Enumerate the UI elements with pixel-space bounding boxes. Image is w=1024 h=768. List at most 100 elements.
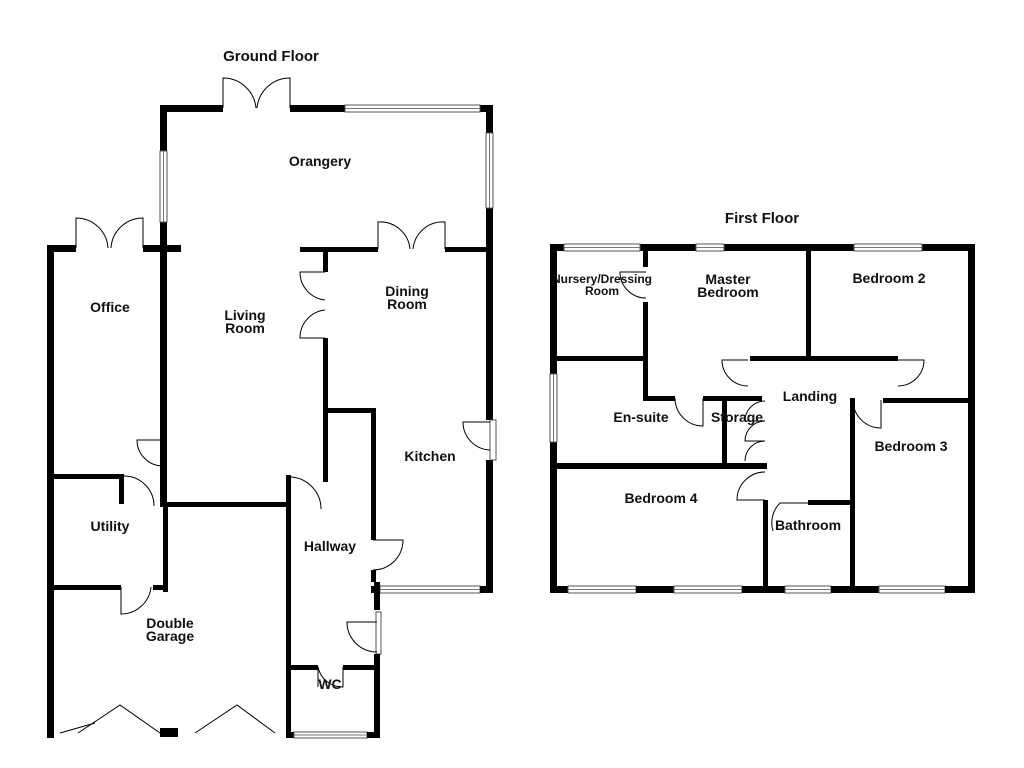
door — [462, 419, 497, 461]
window — [485, 132, 494, 209]
wall — [160, 105, 223, 112]
wall — [557, 356, 647, 361]
wall — [160, 222, 167, 507]
window — [549, 373, 558, 443]
window — [563, 243, 641, 252]
door — [317, 666, 344, 688]
room-label-bedroom-3: Bedroom 3 — [874, 438, 947, 454]
room-label-orangery: Orangery — [289, 153, 351, 169]
wall — [643, 302, 648, 401]
window — [159, 150, 168, 223]
window — [853, 243, 923, 252]
wall — [808, 500, 850, 505]
room-label-dining: Dining — [385, 283, 429, 299]
door — [721, 359, 749, 387]
wall — [143, 245, 181, 252]
door — [736, 471, 766, 501]
window — [784, 585, 832, 594]
wall — [367, 732, 380, 738]
wall — [323, 408, 376, 413]
door — [619, 271, 647, 299]
room-label-bedroom-4: Bedroom 4 — [624, 490, 697, 506]
wall — [160, 502, 290, 507]
french-door — [299, 271, 326, 339]
wall — [557, 463, 767, 469]
window — [878, 585, 946, 594]
room-label-master-bedroom: Master — [705, 271, 751, 287]
wall — [742, 586, 785, 593]
room-label-dining: Room — [387, 296, 427, 312]
wall — [486, 105, 493, 133]
wall — [54, 474, 124, 479]
wall — [445, 247, 490, 252]
wall — [486, 208, 493, 420]
room-label-bedroom-2: Bedroom 2 — [852, 270, 925, 286]
room-label-office: Office — [90, 299, 130, 315]
wall — [550, 442, 557, 593]
wall — [286, 665, 318, 670]
room-label-storage: Storage — [711, 409, 763, 425]
wall — [750, 356, 898, 361]
wall — [371, 570, 376, 582]
first-floor: First Floor — [549, 210, 975, 594]
door — [674, 397, 704, 427]
room-label-ensuite: En-suite — [613, 409, 668, 425]
ground-floor-title: Ground Floor — [223, 48, 319, 65]
wall — [831, 586, 879, 593]
room-label-wc: WC — [318, 676, 341, 692]
ground-floor: Ground Floor — [47, 48, 497, 739]
room-label-kitchen: Kitchen — [404, 448, 455, 464]
room-label-landing: Landing — [783, 388, 837, 404]
wall — [922, 244, 975, 251]
french-door — [222, 77, 291, 109]
wall — [722, 396, 727, 466]
door — [771, 502, 808, 532]
wall — [763, 500, 768, 586]
wall — [550, 244, 557, 374]
wall — [54, 585, 121, 590]
window — [379, 585, 481, 594]
wall — [160, 728, 178, 737]
wall — [703, 396, 723, 401]
room-label-living: Room — [225, 320, 265, 336]
room-label-nursery: Nursery/Dressing — [552, 272, 652, 286]
window — [695, 243, 725, 252]
wall — [643, 396, 675, 401]
garage-bifold-door — [59, 704, 276, 734]
wall — [47, 732, 54, 738]
wall — [323, 252, 328, 272]
window — [344, 104, 481, 113]
wall — [722, 396, 762, 401]
wall — [153, 585, 167, 590]
window — [673, 585, 743, 594]
wall — [480, 586, 493, 593]
window — [293, 731, 368, 739]
door — [346, 611, 382, 655]
wall — [806, 251, 811, 358]
wall — [47, 245, 76, 252]
room-label-master-bedroom: Bedroom — [697, 284, 758, 300]
door — [288, 476, 322, 510]
wall — [643, 251, 648, 267]
wall — [883, 398, 968, 403]
first-floor-title: First Floor — [725, 210, 799, 227]
wall — [300, 247, 378, 252]
wall — [945, 586, 975, 593]
wall — [850, 398, 855, 586]
wall — [486, 460, 493, 593]
wall — [290, 105, 345, 112]
wall — [640, 244, 696, 251]
door — [136, 439, 164, 467]
wall — [636, 586, 674, 593]
door — [744, 400, 766, 462]
wall — [160, 105, 167, 151]
room-label-living: Living — [224, 307, 265, 323]
room-label-nursery: Room — [585, 284, 619, 298]
window — [567, 585, 637, 594]
french-door — [377, 221, 446, 250]
room-label-hallway: Hallway — [304, 538, 356, 554]
wall — [374, 582, 380, 610]
wall — [286, 475, 291, 737]
french-door — [75, 217, 144, 249]
wall — [286, 732, 294, 738]
